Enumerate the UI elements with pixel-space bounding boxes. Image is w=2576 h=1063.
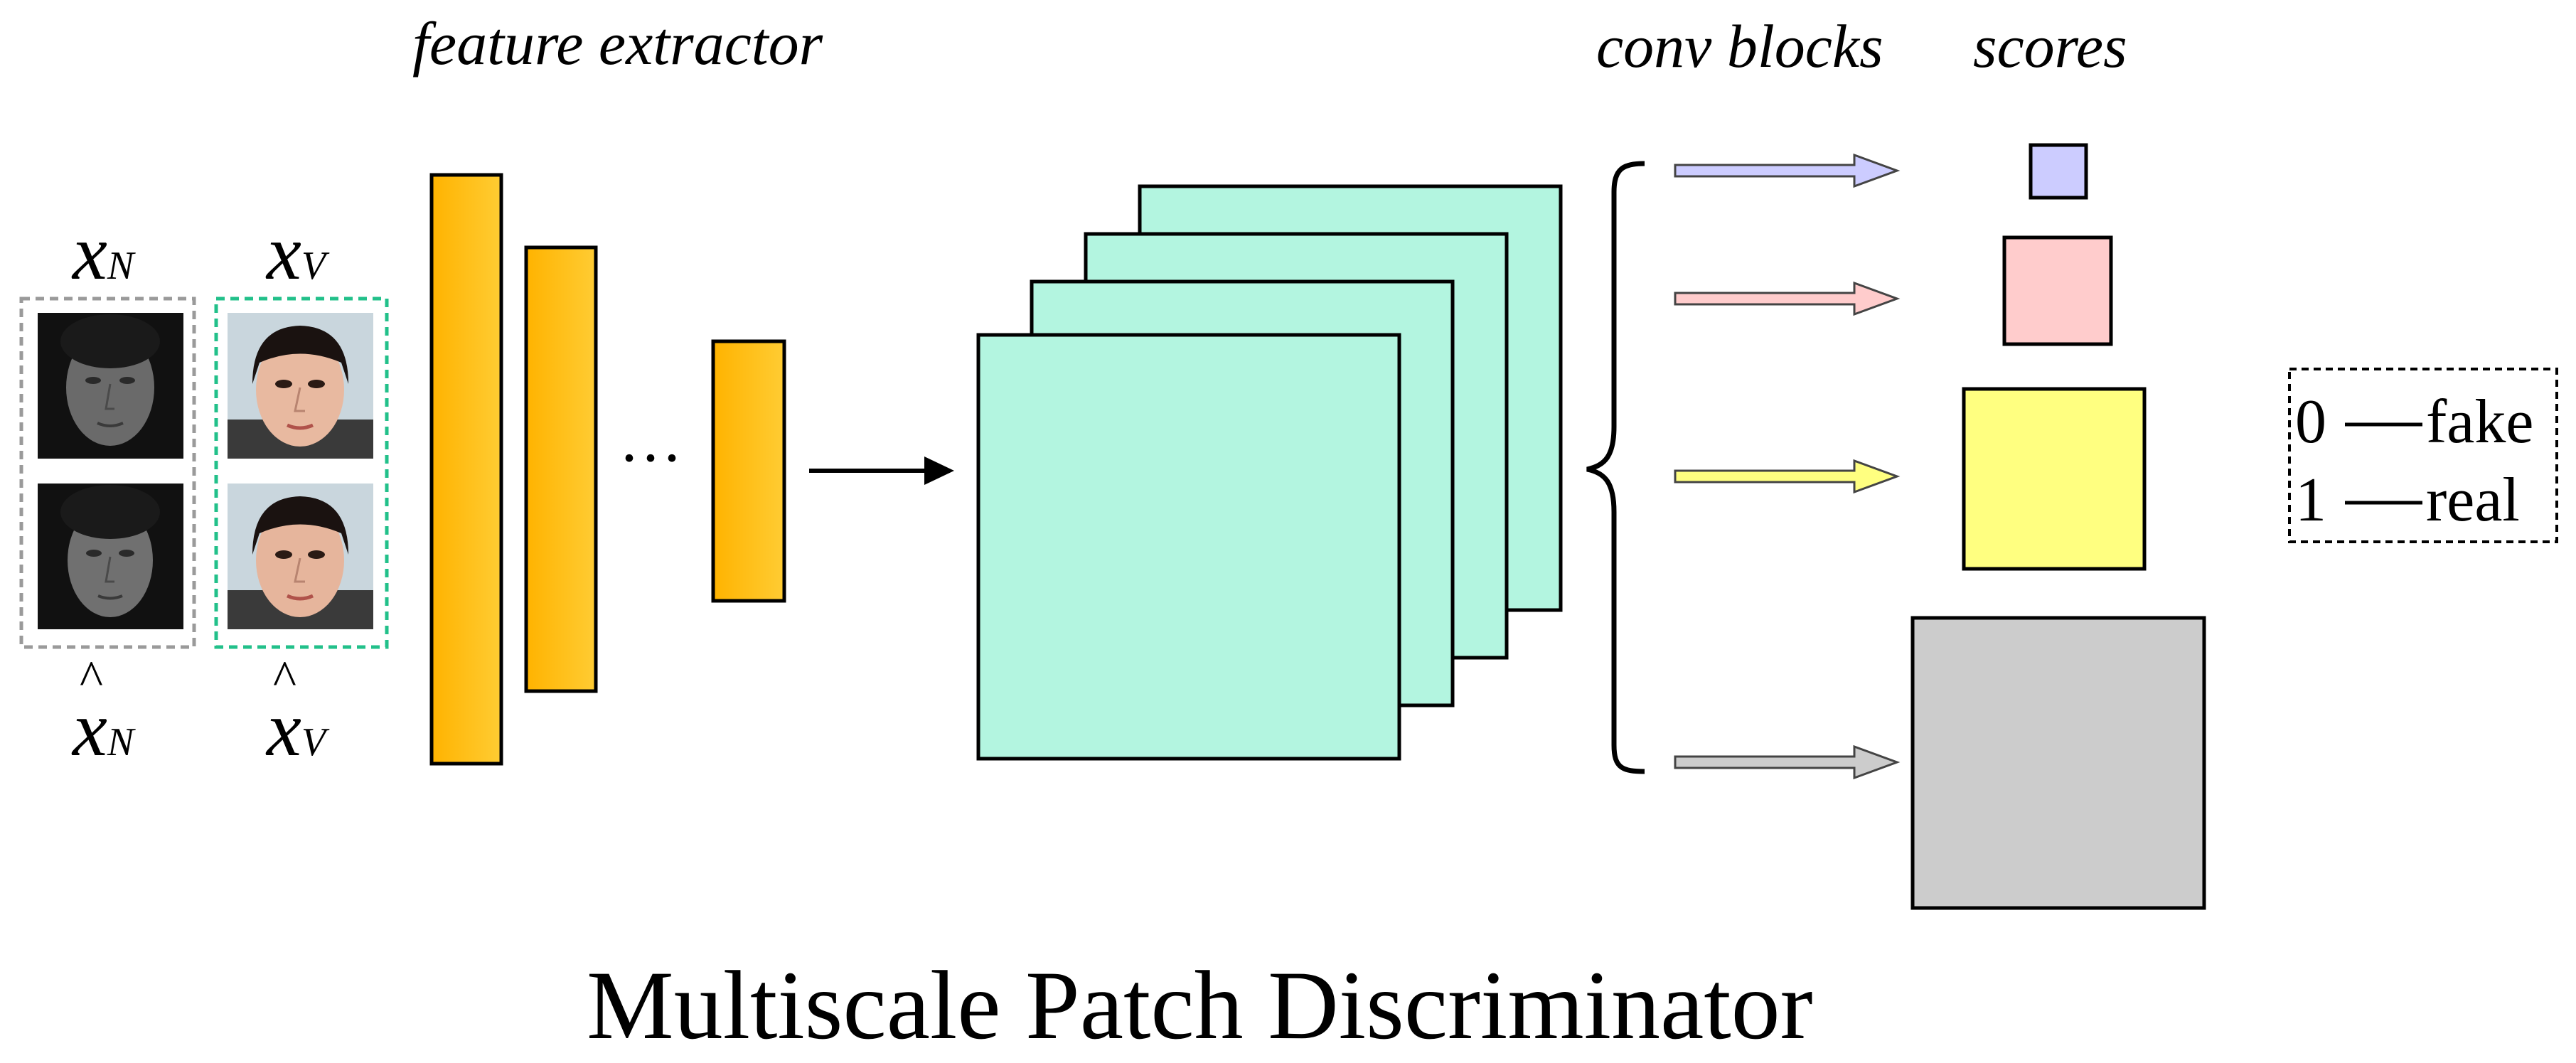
legend-fake-value: 0 <box>2295 388 2326 456</box>
feature-layer-1 <box>429 173 503 766</box>
vis-face-image-1 <box>228 313 373 459</box>
label-x-n-hat-symbol: xN <box>73 685 134 772</box>
label-x-v-hat: ^ <box>273 651 296 706</box>
score-arrow-4 <box>1674 744 1901 780</box>
feature-to-conv-arrowhead <box>924 456 954 485</box>
score-patch-1 <box>2029 143 2088 200</box>
label-feature-extractor: feature extractor <box>412 9 823 78</box>
label-x-n-hat: ^ <box>80 651 103 706</box>
label-conv-blocks: conv blocks <box>1596 12 1883 80</box>
feature-layer-3 <box>711 339 786 603</box>
score-patch-4 <box>1910 616 2206 910</box>
nir-input-group <box>19 297 196 649</box>
vis-face-image-2 <box>228 484 373 629</box>
nir-face-image-1 <box>38 313 183 459</box>
score-patch-3 <box>1962 387 2147 571</box>
label-scores: scores <box>1973 12 2127 80</box>
feature-layer-2 <box>524 245 598 693</box>
score-arrow-1 <box>1674 153 1901 188</box>
conv-block-1 <box>976 333 1401 761</box>
score-arrow-3 <box>1674 459 1901 494</box>
legend-real-label: real <box>2426 466 2520 535</box>
curly-brace <box>1586 161 1645 774</box>
score-patch-2 <box>2002 235 2113 346</box>
label-x-v: xV <box>267 209 326 296</box>
ellipsis: ··· <box>619 423 683 493</box>
legend-box <box>2288 368 2558 543</box>
diagram-title: Multiscale Patch Discriminator <box>587 951 1813 1059</box>
legend-real-value: 1 <box>2295 466 2326 535</box>
legend-fake-label: fake <box>2426 388 2534 456</box>
score-arrow-2 <box>1674 281 1901 316</box>
label-x-v-hat-symbol: xV <box>267 685 326 772</box>
label-x-n: xN <box>73 209 134 296</box>
nir-face-image-2 <box>38 484 183 629</box>
vis-input-group <box>214 297 389 649</box>
